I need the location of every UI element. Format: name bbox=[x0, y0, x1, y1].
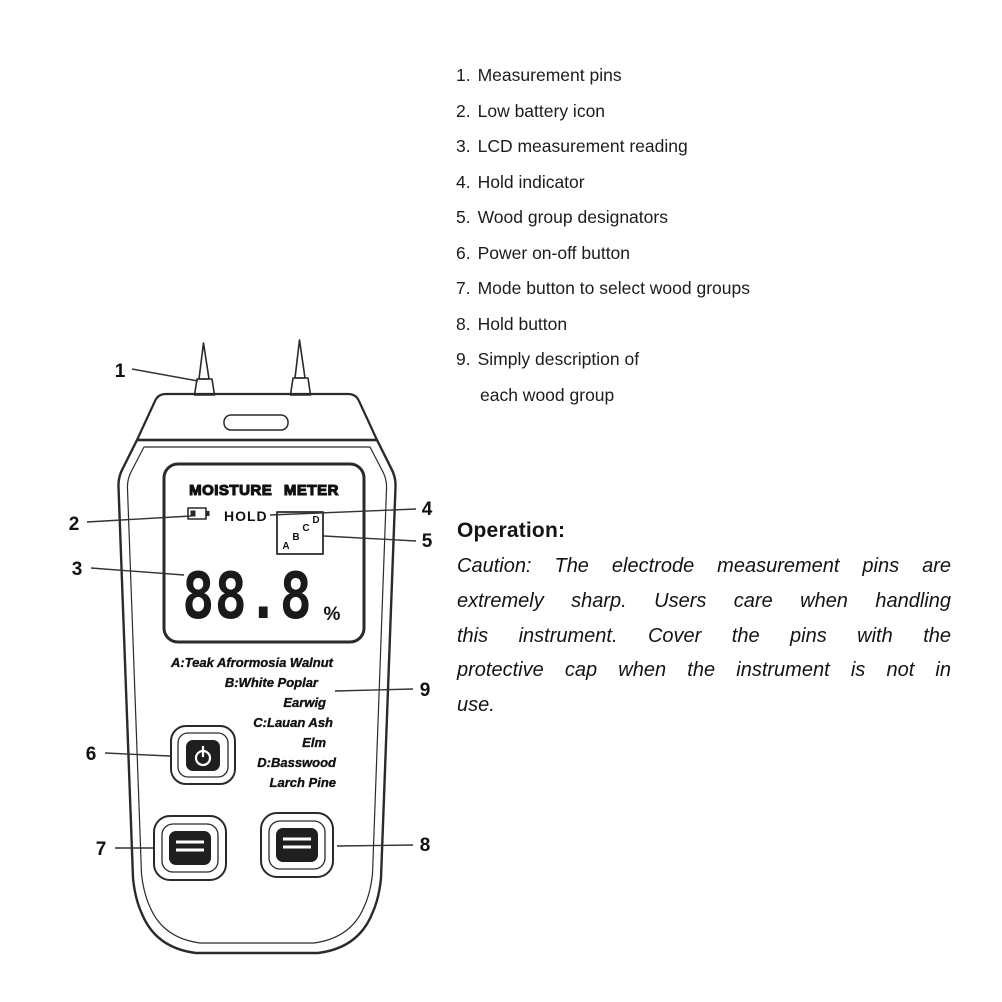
wood-group-line: Earwig bbox=[283, 695, 326, 710]
power-button bbox=[170, 725, 236, 785]
callout-line-1 bbox=[131, 368, 199, 382]
lcd-display: MOISTURE METER HOLD A B C D 88.8 % bbox=[162, 462, 366, 644]
operation-heading: Operation: bbox=[457, 519, 566, 542]
item-text: Wood group designators bbox=[477, 207, 668, 227]
brand-label: MOISTURE METER bbox=[189, 482, 339, 499]
item-number: 6. bbox=[456, 242, 471, 263]
callout-marker-7: 7 bbox=[96, 839, 107, 860]
parts-list: 1. Measurement pins 2. Low battery icon 3.… bbox=[456, 58, 750, 413]
item-text: Mode button to select wood groups bbox=[477, 278, 751, 298]
lcd-reading: 88.8 bbox=[182, 560, 312, 634]
callout-line-5 bbox=[323, 535, 417, 542]
hold-icon bbox=[276, 828, 318, 862]
item-number: 5. bbox=[456, 207, 471, 227]
callout-marker-5: 5 bbox=[422, 531, 433, 552]
group-letter-c: C bbox=[302, 523, 309, 534]
group-letter-d: D bbox=[312, 515, 319, 526]
wood-group-line: A:Teak Afrormosia Walnut bbox=[170, 655, 334, 670]
item-text: Low battery icon bbox=[477, 100, 606, 121]
item-text: Hold indicator bbox=[477, 171, 585, 192]
callout-line-4 bbox=[269, 508, 417, 516]
wood-group-list: A:Teak Afrormosia Walnut B:White Poplar … bbox=[170, 655, 337, 790]
callout-line-6 bbox=[104, 752, 171, 757]
callout-marker-1: 1 bbox=[115, 361, 126, 382]
callout-marker-2: 2 bbox=[69, 514, 80, 535]
item-number: 3. bbox=[456, 136, 471, 156]
item-number: 9. bbox=[456, 349, 471, 369]
group-letter-b: B bbox=[292, 532, 299, 543]
item-text: Hold button bbox=[477, 313, 568, 334]
callout-marker-8: 8 bbox=[420, 835, 431, 856]
callout-marker-6: 6 bbox=[86, 744, 97, 765]
callout-line-3 bbox=[90, 567, 185, 576]
item-text: LCD measurement reading bbox=[477, 136, 688, 156]
caution-line: extremely sharp. Users care when handlin… bbox=[457, 589, 951, 612]
caution-paragraph: Caution: The electrode measurement pins … bbox=[457, 549, 951, 723]
callout-marker-4: 4 bbox=[422, 499, 433, 520]
mode-icon bbox=[169, 831, 211, 865]
wood-group-line: Elm bbox=[302, 735, 326, 750]
callout-line-8 bbox=[336, 844, 414, 847]
device-body bbox=[117, 438, 397, 955]
list-item: 8. Hold button bbox=[456, 307, 750, 343]
item-text: Simply description of bbox=[477, 349, 640, 369]
callout-markers: 1 2 3 4 5 6 7 8 9 bbox=[69, 361, 433, 860]
wood-group-designators: A B C D bbox=[276, 511, 324, 555]
wood-group-line: Larch Pine bbox=[270, 775, 336, 790]
cap-slot bbox=[223, 414, 289, 431]
measurement-pins-icon bbox=[193, 339, 312, 396]
list-item: 1. Measurement pins bbox=[456, 58, 750, 94]
item-number: 1. bbox=[456, 65, 471, 85]
item-number: 8. bbox=[456, 313, 471, 334]
list-item: 4. Hold indicator bbox=[456, 165, 750, 201]
list-item: 7. Mode button to select wood groups bbox=[456, 271, 750, 307]
wood-group-line: D:Basswood bbox=[257, 755, 337, 770]
wood-group-line: C:Lauan Ash bbox=[253, 715, 333, 730]
callout-line-9 bbox=[334, 688, 414, 692]
wood-group-line: B:White Poplar bbox=[225, 675, 319, 690]
list-item: 6. Power on-off button bbox=[456, 236, 750, 272]
device-top-cap bbox=[135, 392, 379, 442]
percent-sign: % bbox=[324, 604, 341, 625]
item-text: Measurement pins bbox=[477, 65, 622, 85]
caution-line: this instrument. Cover the pins with the bbox=[457, 624, 951, 647]
hold-indicator: HOLD bbox=[224, 508, 268, 524]
callout-line-2 bbox=[86, 515, 192, 523]
item-number: 2. bbox=[456, 100, 471, 121]
caution-line: Caution: The electrode measurement pins … bbox=[457, 555, 951, 577]
list-item: 3. LCD measurement reading bbox=[456, 129, 750, 165]
callout-lines bbox=[86, 368, 417, 849]
item-number: 7. bbox=[456, 278, 471, 298]
caution-line: use. bbox=[457, 694, 495, 717]
item-text-line2: each wood group bbox=[480, 384, 615, 405]
operation-section: Operation: Caution: The electrode measur… bbox=[457, 519, 951, 723]
caution-line: protective cap when the instrument is no… bbox=[457, 659, 951, 682]
callout-marker-3: 3 bbox=[72, 559, 83, 580]
low-battery-icon bbox=[187, 507, 210, 520]
callout-marker-9: 9 bbox=[420, 680, 431, 701]
item-text: Power on-off button bbox=[477, 242, 631, 263]
mode-button bbox=[153, 815, 227, 881]
group-letter-a: A bbox=[282, 541, 289, 552]
list-item: 2. Low battery icon bbox=[456, 94, 750, 130]
list-item: 5. Wood group designators bbox=[456, 200, 750, 236]
hold-button bbox=[260, 812, 334, 878]
item-number: 4. bbox=[456, 171, 471, 192]
list-item: 9. Simply description of each wood group bbox=[456, 342, 750, 413]
